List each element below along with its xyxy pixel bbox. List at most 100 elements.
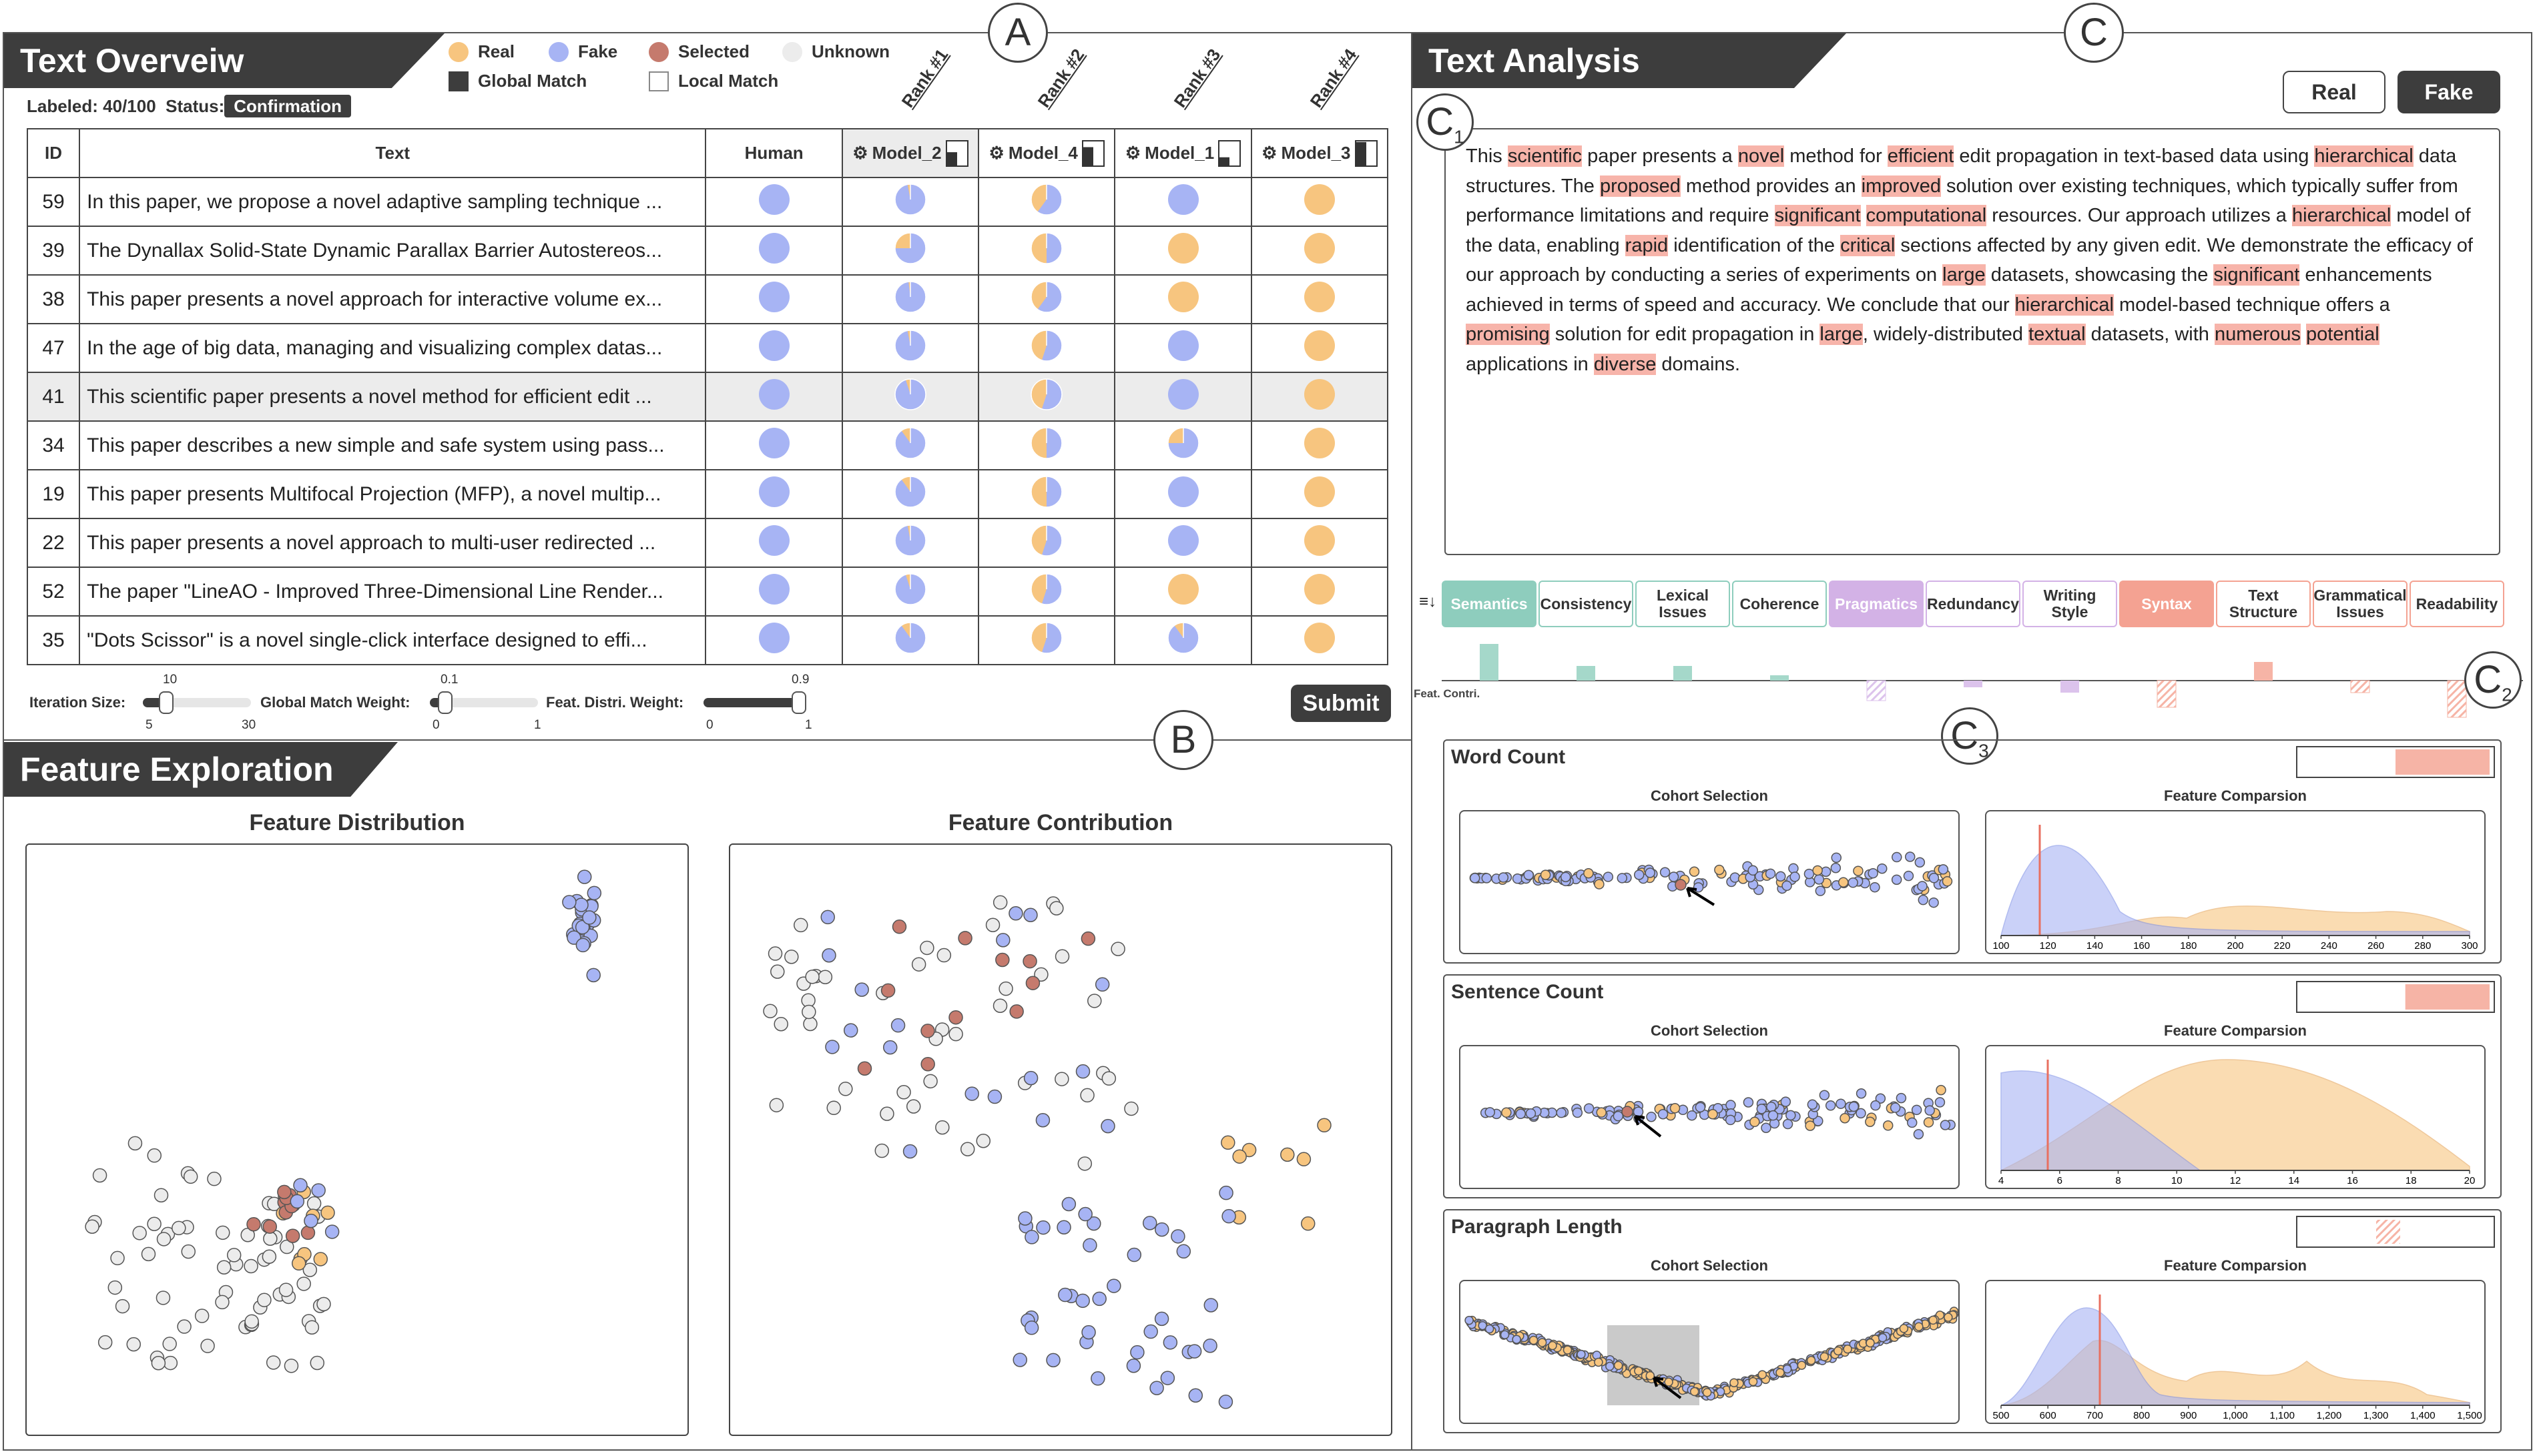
sample-point[interactable] [1878, 1333, 1888, 1343]
sample-point[interactable] [948, 1010, 963, 1025]
sample-point[interactable] [1095, 977, 1110, 992]
sample-point[interactable] [1840, 1112, 1850, 1124]
sample-point[interactable] [964, 1086, 979, 1101]
sample-point[interactable] [1865, 1116, 1876, 1127]
sample-point[interactable] [1870, 1100, 1881, 1111]
sample-point[interactable] [1938, 864, 1949, 875]
col-model[interactable]: ⚙Model_1 [1114, 128, 1252, 178]
feature-tag[interactable]: Grammatical Issues [2313, 581, 2408, 627]
sample-point[interactable] [311, 1183, 326, 1198]
sample-point[interactable] [266, 1355, 281, 1370]
sample-point[interactable] [1160, 1371, 1175, 1385]
sample-point[interactable] [1868, 867, 1878, 879]
model-prediction-cell[interactable] [978, 274, 1116, 324]
sample-point[interactable] [151, 1356, 166, 1371]
sample-point[interactable] [1317, 1118, 1332, 1133]
model-prediction-cell[interactable] [978, 615, 1116, 665]
human-label-cell[interactable] [705, 420, 843, 470]
feature-tag[interactable]: Consistency [1538, 581, 1633, 627]
sample-point[interactable] [1055, 949, 1070, 964]
sample-point[interactable] [818, 970, 833, 984]
sample-point[interactable] [1743, 1097, 1754, 1108]
sample-point[interactable] [575, 920, 590, 935]
sample-point[interactable] [768, 946, 783, 961]
human-label-cell[interactable] [705, 177, 843, 227]
sample-point[interactable] [1577, 1349, 1586, 1359]
sample-point[interactable] [316, 1297, 331, 1312]
feature-tag[interactable]: Coherence [1732, 581, 1827, 627]
sample-point[interactable] [1761, 1122, 1771, 1134]
sample-point[interactable] [1803, 868, 1815, 879]
model-prediction-cell[interactable] [1114, 469, 1252, 519]
iteration-handle[interactable] [159, 691, 174, 714]
sample-point[interactable] [1785, 1110, 1796, 1121]
sample-point[interactable] [1633, 1106, 1644, 1117]
sample-point[interactable] [1645, 1371, 1655, 1381]
feature-tag[interactable]: Semantics [1442, 581, 1536, 627]
sample-point[interactable] [1729, 1378, 1739, 1387]
sample-point[interactable] [1820, 866, 1832, 877]
sample-point[interactable] [1057, 1220, 1071, 1234]
highlighted-word[interactable]: hierarchical [2292, 205, 2391, 226]
sample-point[interactable] [1633, 869, 1645, 880]
sample-point[interactable] [1877, 863, 1888, 874]
highlighted-word[interactable]: significant [2213, 264, 2300, 286]
human-label-cell[interactable] [705, 567, 843, 617]
sample-point[interactable] [1023, 907, 1038, 923]
model-prediction-cell[interactable] [841, 177, 980, 227]
sample-point[interactable] [562, 895, 577, 909]
sample-point[interactable] [1767, 1110, 1779, 1121]
fake-button[interactable]: Fake [2398, 71, 2500, 113]
sample-point[interactable] [999, 981, 1013, 996]
human-label-cell[interactable] [705, 372, 843, 422]
model-prediction-cell[interactable] [1114, 274, 1252, 324]
sample-point[interactable] [880, 1106, 894, 1121]
sample-point[interactable] [1232, 1149, 1247, 1164]
model-prediction-cell[interactable] [1114, 518, 1252, 568]
sample-point[interactable] [987, 1089, 1003, 1104]
sample-point[interactable] [1904, 851, 1916, 862]
col-model[interactable]: ⚙Model_2 [841, 128, 980, 178]
highlighted-word[interactable]: large [1819, 324, 1863, 345]
sample-point[interactable] [1296, 1152, 1312, 1166]
model-prediction-cell[interactable] [978, 323, 1116, 373]
sample-point[interactable] [1748, 1377, 1758, 1387]
sample-point[interactable] [854, 982, 869, 997]
model-prediction-cell[interactable] [1114, 177, 1252, 227]
sample-point[interactable] [1668, 871, 1679, 882]
sample-point[interactable] [1080, 1088, 1095, 1103]
sample-point[interactable] [985, 918, 1001, 932]
feature-contribution-scatter[interactable] [729, 843, 1392, 1436]
sample-point[interactable] [892, 920, 907, 934]
real-button[interactable]: Real [2283, 71, 2385, 113]
sample-point[interactable] [1081, 1325, 1096, 1340]
sample-point[interactable] [1856, 1108, 1866, 1119]
sample-point[interactable] [285, 1228, 300, 1243]
sample-point[interactable] [262, 1219, 278, 1234]
sample-point[interactable] [147, 1216, 162, 1231]
sample-point[interactable] [1092, 1291, 1107, 1307]
sample-point[interactable] [1781, 880, 1792, 891]
sample-point[interactable] [1058, 1287, 1073, 1303]
sample-point[interactable] [993, 895, 1008, 910]
sample-point[interactable] [1702, 1388, 1712, 1397]
sample-point[interactable] [1689, 866, 1700, 877]
model-prediction-cell[interactable] [1250, 567, 1389, 617]
sample-point[interactable] [1669, 1103, 1681, 1114]
sample-point[interactable] [1870, 881, 1880, 893]
sample-point[interactable] [1081, 931, 1096, 946]
sample-point[interactable] [1848, 1101, 1860, 1112]
sample-point[interactable] [1714, 864, 1725, 875]
sample-point[interactable] [1756, 1104, 1767, 1114]
model-prediction-cell[interactable] [841, 420, 980, 470]
sample-point[interactable] [587, 885, 602, 901]
sample-point[interactable] [1819, 1352, 1829, 1361]
sample-point[interactable] [1523, 869, 1534, 881]
sample-point[interactable] [890, 1018, 906, 1033]
sample-point[interactable] [1087, 994, 1102, 1008]
model-prediction-cell[interactable] [1114, 372, 1252, 422]
sample-point[interactable] [1856, 1088, 1867, 1099]
